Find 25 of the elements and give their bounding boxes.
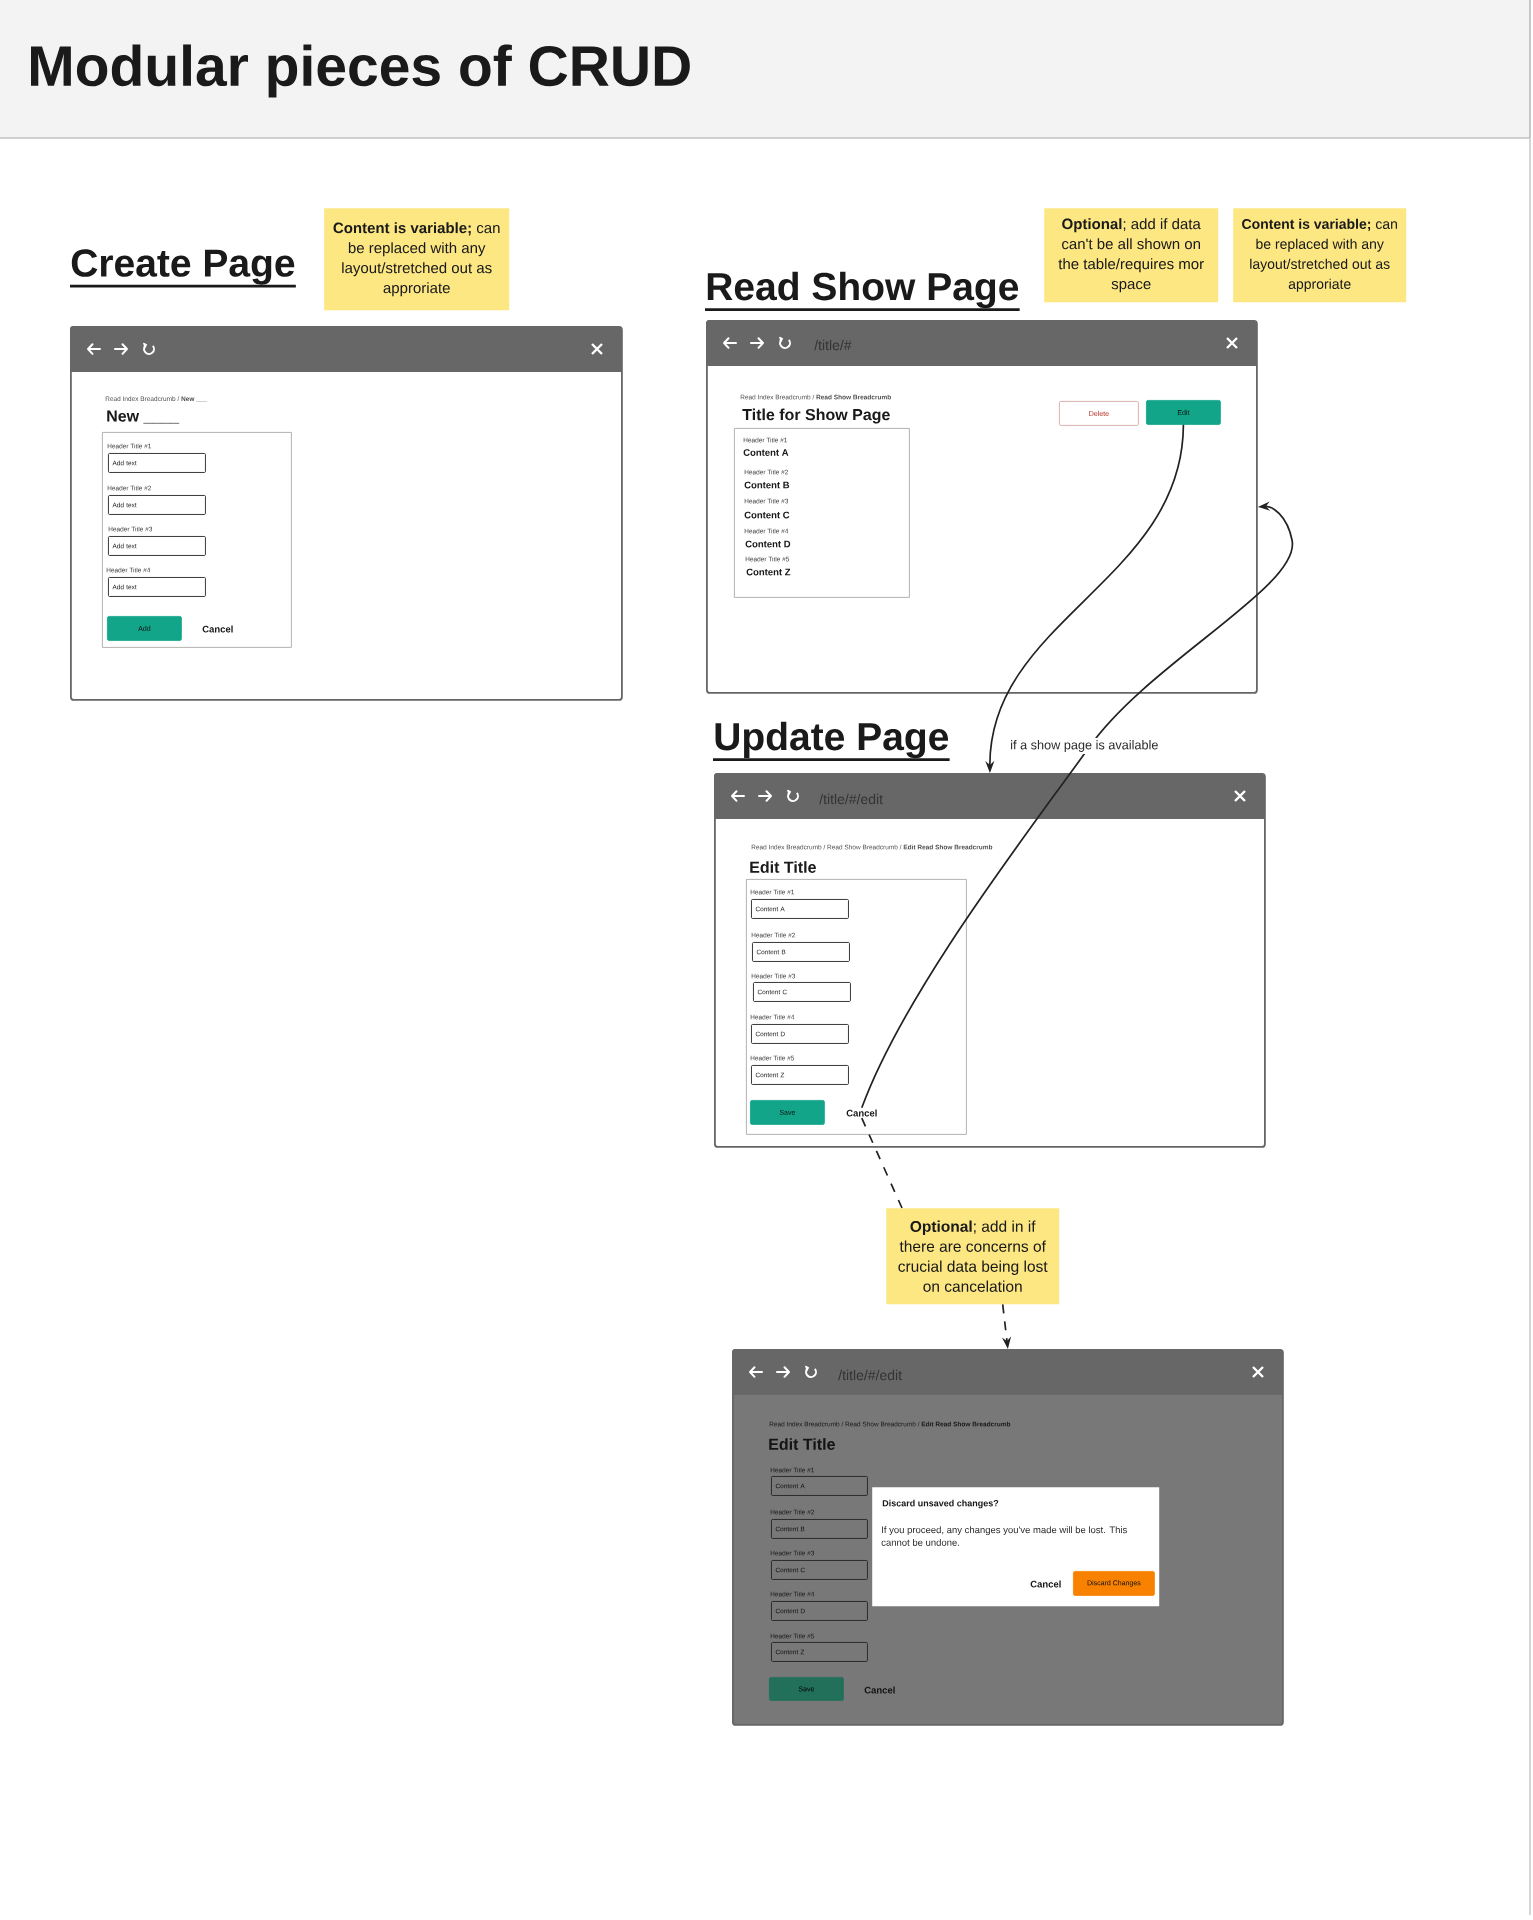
field-value: Content Z xyxy=(746,568,791,576)
cancel-link: Cancel xyxy=(1030,1580,1061,1588)
cancel-link: Cancel xyxy=(864,1686,895,1694)
sticky-note: Optional; add in if there are concerns of crucial data being lost on cancelation xyxy=(886,1208,1060,1305)
field-value: Content A xyxy=(743,449,789,456)
dialog-title: Discard unsaved changes? xyxy=(882,1499,999,1509)
page-heading: Update Page xyxy=(713,721,950,761)
dialog-message: If you proceed, any changes you've made will be lost. This cannot be undone. xyxy=(881,1526,1127,1546)
page-heading: Read Show Page xyxy=(705,271,1020,311)
page-title: Edit Title xyxy=(769,1438,835,1450)
sticky-note: Optional; add if data can't be all shown on the table/requires mor space xyxy=(1044,208,1219,303)
field-value: Content D xyxy=(745,540,791,548)
sticky-note: Content is variable; can be replaced with any layout/stretched out as approriate xyxy=(324,208,510,311)
page-heading: Create Page xyxy=(70,249,296,288)
cancel-link: Cancel xyxy=(202,625,233,633)
page-title: Title for Show Page xyxy=(742,408,890,424)
dashed-line xyxy=(860,1117,903,1209)
sticky-note: Content is variable; can be replaced with any layout/stretched out as approriate xyxy=(1233,208,1407,303)
field-value: Content B xyxy=(744,481,790,489)
edge-label: if a show page is available xyxy=(1008,738,1161,754)
field-value: Content C xyxy=(744,511,790,519)
title-banner: Modular pieces of CRUD xyxy=(0,0,1531,139)
cancel-link: Cancel xyxy=(846,1109,877,1117)
page-title: Edit Title xyxy=(750,861,816,873)
page-title: New ____ xyxy=(107,410,180,424)
